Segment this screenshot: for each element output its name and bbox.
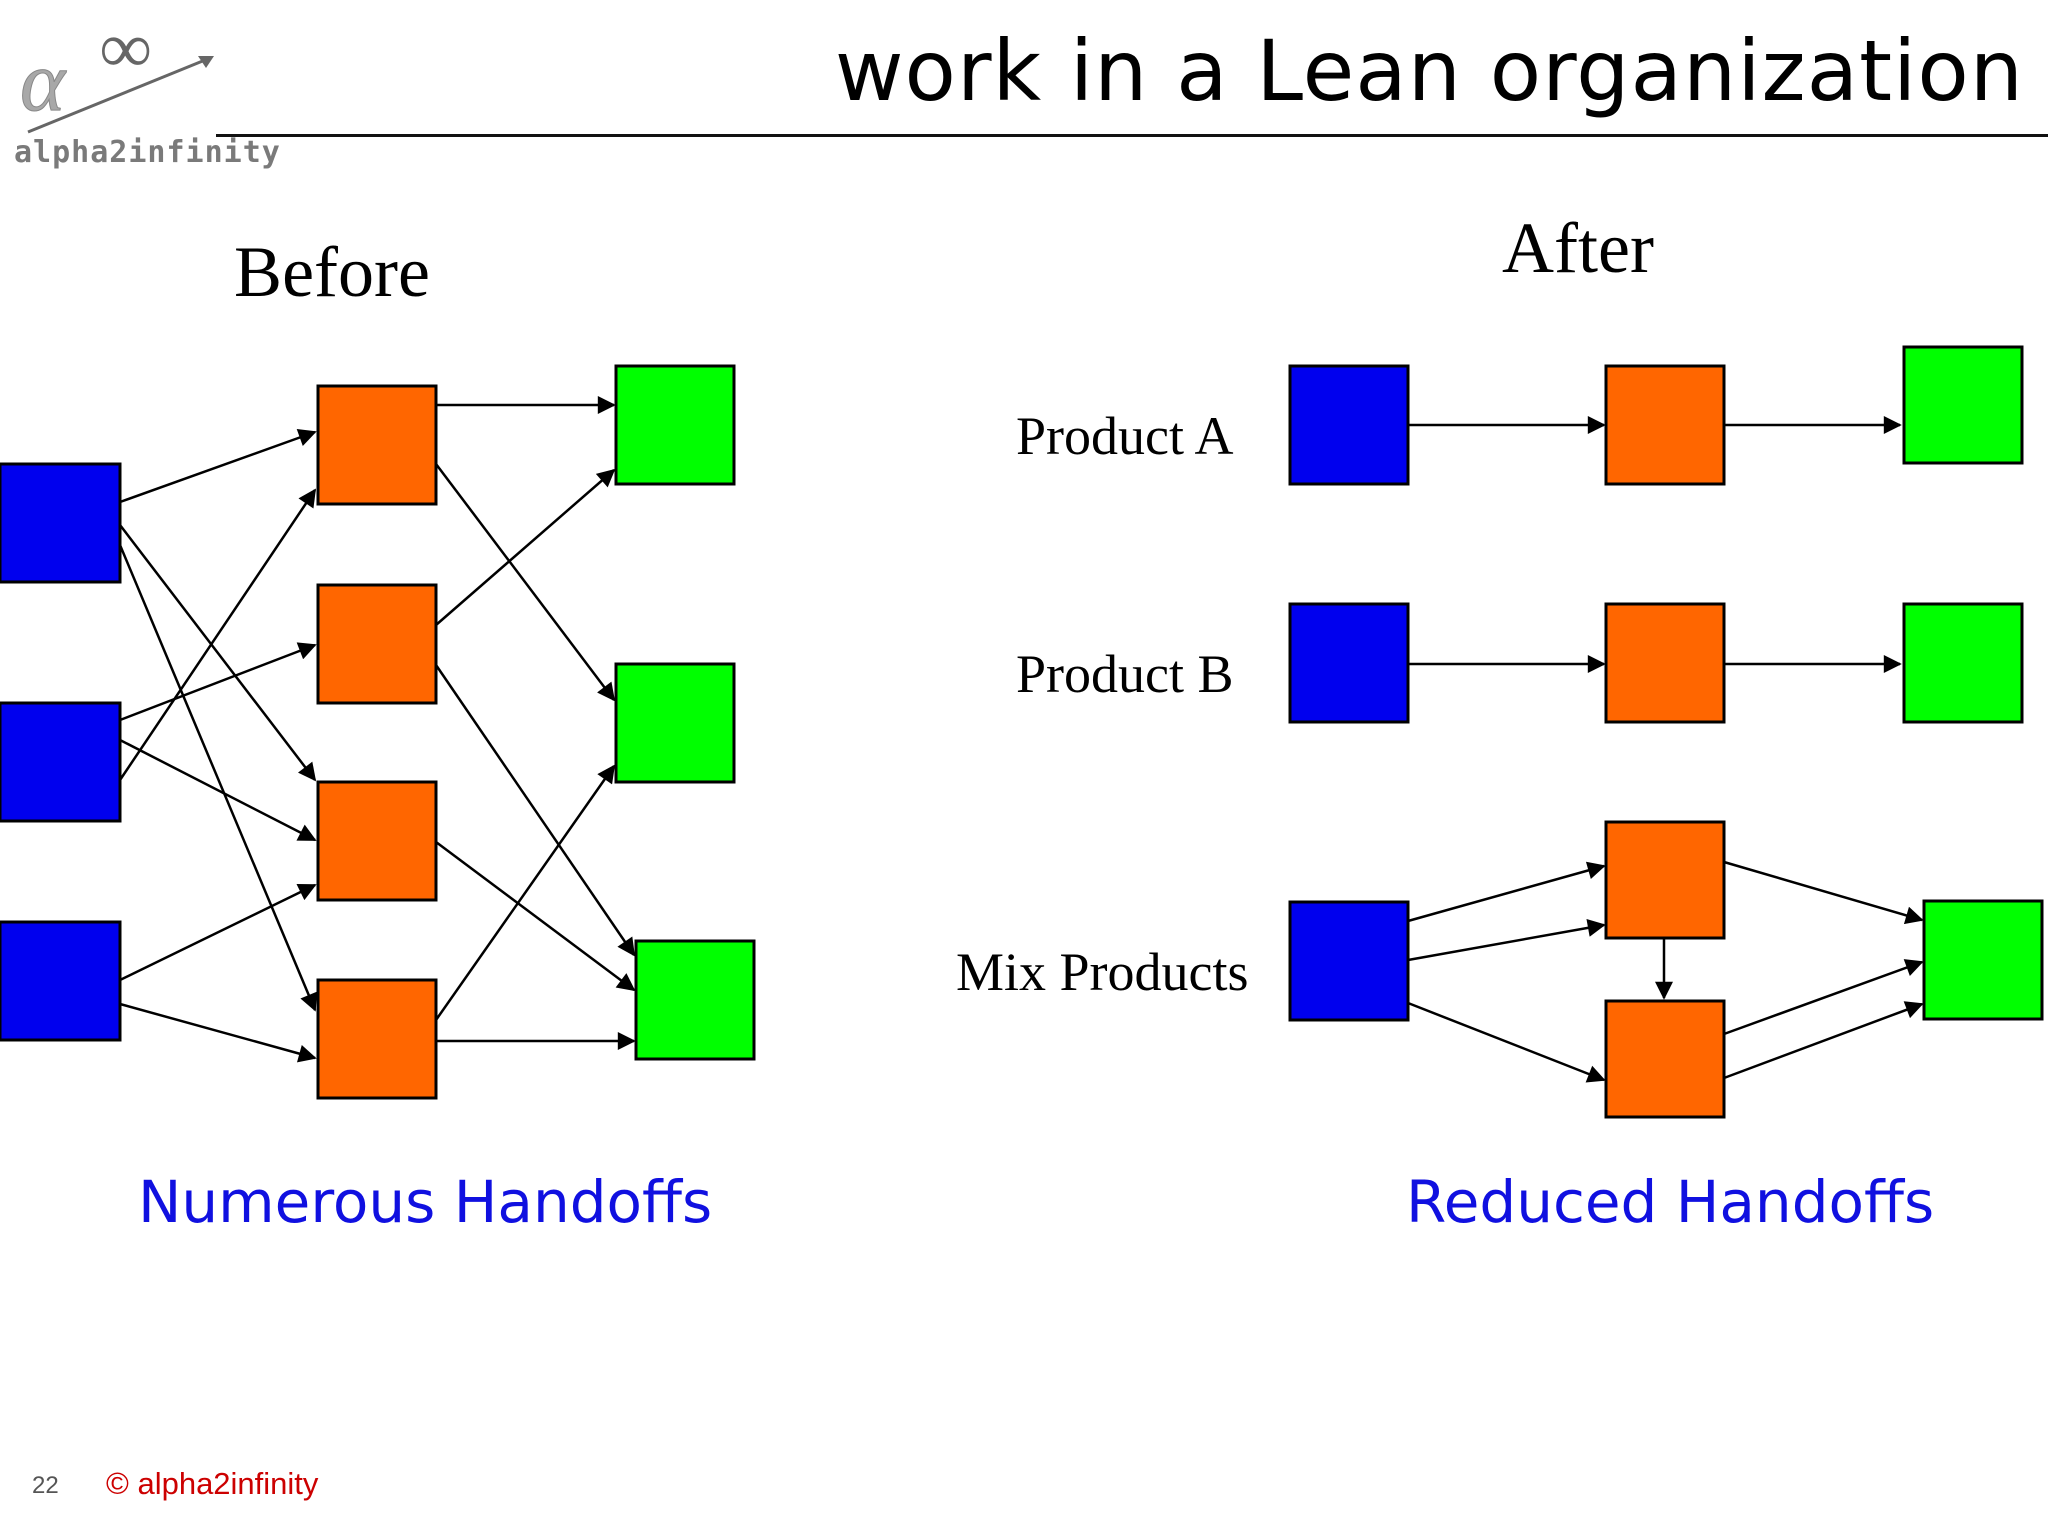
edge [119, 429, 317, 504]
edge [1407, 1001, 1606, 1083]
title-rule [216, 134, 2048, 137]
green-node [634, 939, 756, 1061]
green-node [614, 662, 736, 784]
green-node [1922, 899, 2044, 1021]
before-heading: Before [234, 232, 430, 312]
orange-node [316, 780, 438, 902]
edge [118, 544, 318, 1012]
edge [435, 463, 616, 702]
edge [118, 488, 317, 781]
orange-node [316, 978, 438, 1100]
blue-node [0, 462, 122, 584]
orange-node [316, 384, 438, 506]
alpha2infinity-logo: α ∞ [20, 10, 214, 134]
after-edges [1407, 416, 1924, 1083]
orange-node [316, 583, 438, 705]
edge [1723, 959, 1924, 1036]
orange-node [1604, 999, 1726, 1119]
edge [119, 524, 317, 782]
edge [119, 738, 317, 842]
green-node [1902, 602, 2024, 724]
arrow-icon [27, 56, 214, 134]
edge [1407, 918, 1606, 962]
blue-node [1288, 900, 1410, 1022]
caption-numerous-handoffs: Numerous Handoffs [138, 1168, 713, 1236]
blue-node [0, 920, 122, 1042]
before-nodes [0, 364, 756, 1100]
blue-node [0, 701, 122, 823]
edge [119, 1002, 317, 1063]
row-label-mix-products: Mix Products [956, 942, 1249, 1002]
edge [435, 840, 636, 992]
copyright: © alpha2infinity [106, 1466, 319, 1501]
edge [1723, 1001, 1924, 1080]
after-heading: After [1502, 208, 1654, 288]
green-node [614, 364, 736, 486]
caption-reduced-handoffs: Reduced Handoffs [1406, 1168, 1935, 1236]
infinity-icon: ∞ [100, 10, 151, 88]
edge [1723, 860, 1924, 925]
page-title: work in a Lean organization [834, 22, 2024, 120]
before-edges [118, 396, 636, 1063]
blue-node [1288, 602, 1410, 724]
alpha-icon: α [20, 33, 67, 129]
edge [434, 764, 616, 1021]
edge [435, 468, 616, 626]
row-label-product-b: Product B [1016, 644, 1234, 704]
green-node [1902, 345, 2024, 465]
edge [119, 883, 317, 982]
page-number: 22 [32, 1472, 59, 1499]
after-nodes [1288, 345, 2044, 1119]
edge [119, 642, 317, 722]
orange-node [1604, 364, 1726, 486]
row-label-product-a: Product A [1016, 406, 1234, 466]
edge [1407, 861, 1606, 923]
logo-text: alpha2infinity [14, 135, 281, 170]
blue-node [1288, 364, 1410, 486]
edge [434, 664, 636, 957]
orange-node [1604, 820, 1726, 940]
orange-node [1604, 602, 1726, 724]
